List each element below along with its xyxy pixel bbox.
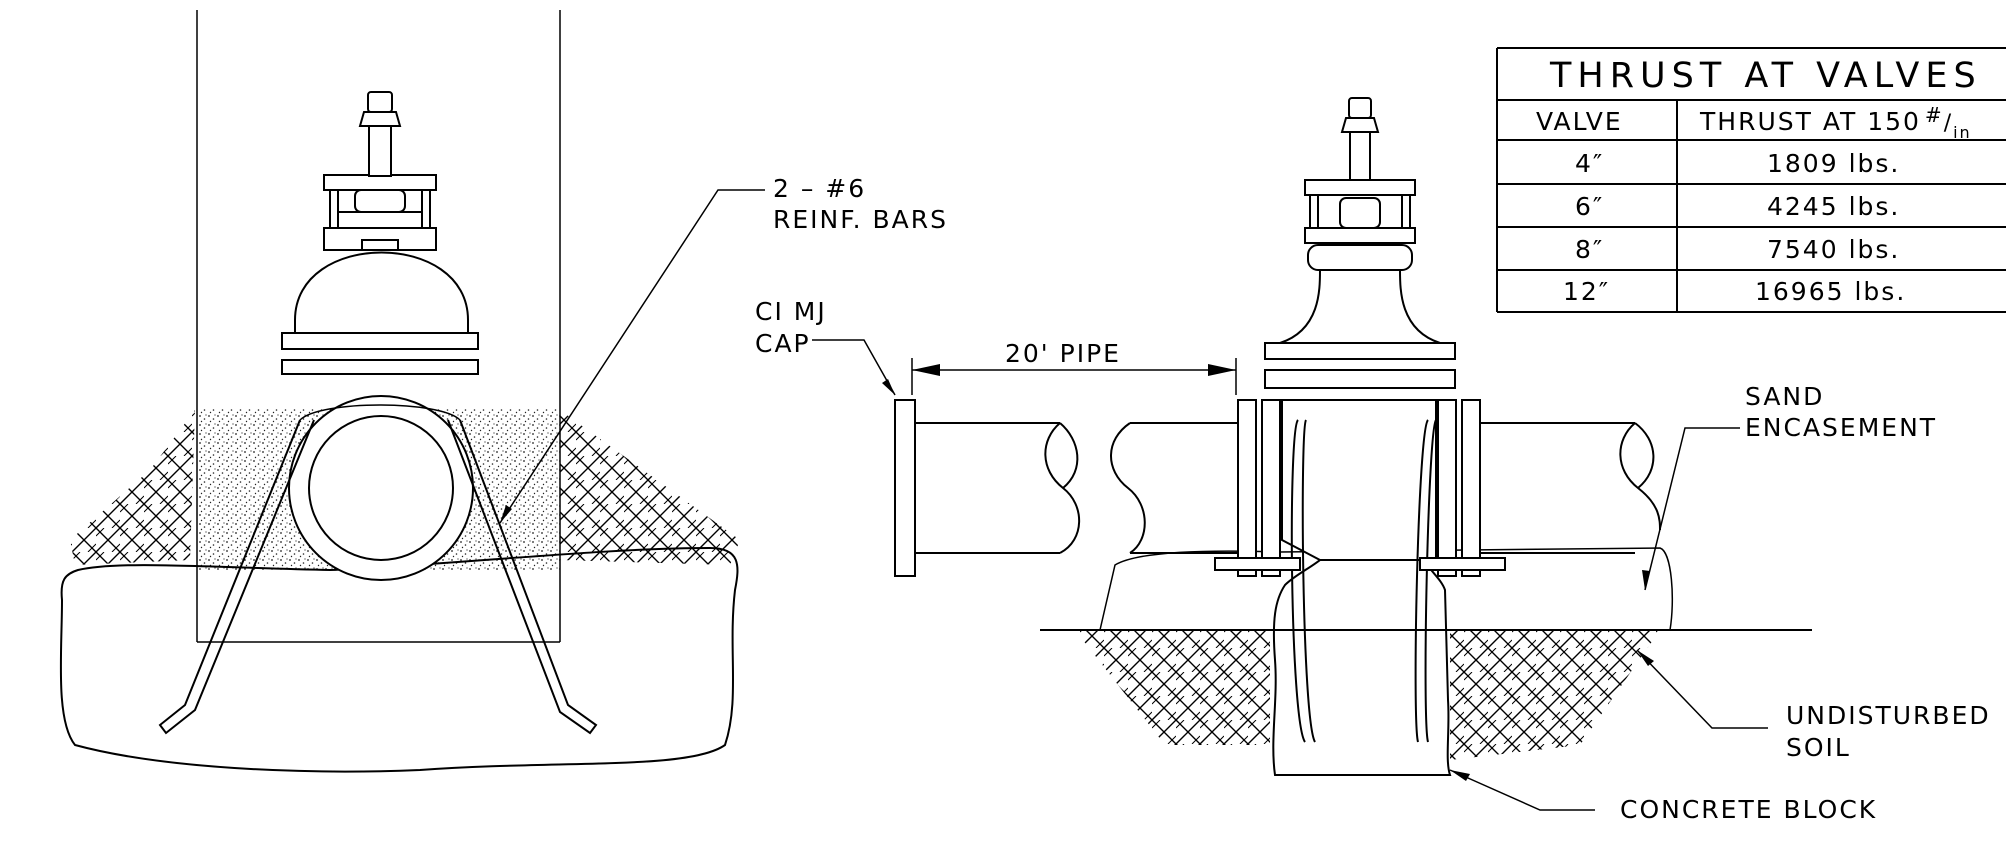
- sand-label-1: SAND: [1745, 382, 1824, 411]
- pipe-dimension: 20' PIPE: [911, 339, 1237, 395]
- concrete-block-left: [59, 546, 739, 773]
- undisturbed-soil-hatch-left: [1075, 630, 1270, 745]
- cell-valve-12: 12″: [1563, 277, 1610, 306]
- rebar-left: [158, 419, 315, 735]
- soil-label-2: SOIL: [1786, 733, 1851, 762]
- gate-valve-right: [1237, 97, 1481, 577]
- sand-callout: SAND ENCASEMENT: [1642, 382, 1937, 591]
- cap-label-1: CI MJ: [755, 297, 827, 326]
- tie-rod-right: [1414, 419, 1429, 743]
- bolt-left: [1214, 557, 1301, 571]
- tie-rod-left-inner: [1301, 419, 1316, 743]
- soil-right-hatch: [560, 410, 740, 565]
- cell-valve-6: 6″: [1575, 192, 1604, 221]
- cap-label-2: CAP: [755, 329, 811, 358]
- column-header-thrust: THRUST AT 150#/in: [1699, 103, 1972, 142]
- concrete-label: CONCRETE BLOCK: [1620, 795, 1877, 824]
- column-header-valve: VALVE: [1536, 107, 1623, 136]
- bolt-right: [1419, 557, 1506, 571]
- cell-valve-8: 8″: [1575, 235, 1604, 264]
- gate-valve-left: [281, 91, 479, 375]
- soil-label-1: UNDISTURBED: [1786, 701, 1991, 730]
- thrust-table: THRUST AT VALVES VALVE THRUST AT 150#/in…: [1496, 47, 2006, 313]
- sand-label-2: ENCASEMENT: [1745, 413, 1937, 442]
- rebar-bend: [299, 404, 461, 421]
- pipe-section-left: [916, 422, 1240, 554]
- cell-valve-4: 4″: [1575, 149, 1604, 178]
- cell-thrust-6: 4245 lbs.: [1767, 192, 1900, 221]
- cap-callout: CI MJ CAP: [755, 297, 896, 396]
- table-title: THRUST AT VALVES: [1549, 56, 1982, 96]
- pipe-inner: [308, 415, 454, 561]
- tie-rod-left: [1290, 419, 1306, 743]
- cell-thrust-12: 16965 lbs.: [1755, 277, 1906, 306]
- cell-thrust-8: 7540 lbs.: [1767, 235, 1900, 264]
- reinf-bars-callout: 2 – #6 REINF. BARS: [499, 174, 948, 524]
- soil-callout: UNDISTURBED SOIL: [1636, 649, 1991, 762]
- reinf-bars-label-1: 2 – #6: [773, 174, 866, 203]
- undisturbed-soil-hatch-right: [1450, 630, 1660, 760]
- pipe-length-label: 20' PIPE: [1005, 339, 1121, 368]
- reinf-bars-label-2: REINF. BARS: [773, 205, 948, 234]
- rebar-right: [447, 419, 598, 735]
- mj-cap: [894, 399, 916, 577]
- right-section-view: [894, 97, 1812, 776]
- cell-thrust-4: 1809 lbs.: [1767, 149, 1900, 178]
- left-section-view: [59, 10, 740, 773]
- concrete-block-right: [1272, 544, 1452, 776]
- pipe-section-right: [1480, 422, 1661, 554]
- soil-left-hatch: [70, 410, 195, 565]
- tie-rod-right-inner: [1424, 419, 1437, 743]
- concrete-callout: CONCRETE BLOCK: [1449, 769, 1877, 824]
